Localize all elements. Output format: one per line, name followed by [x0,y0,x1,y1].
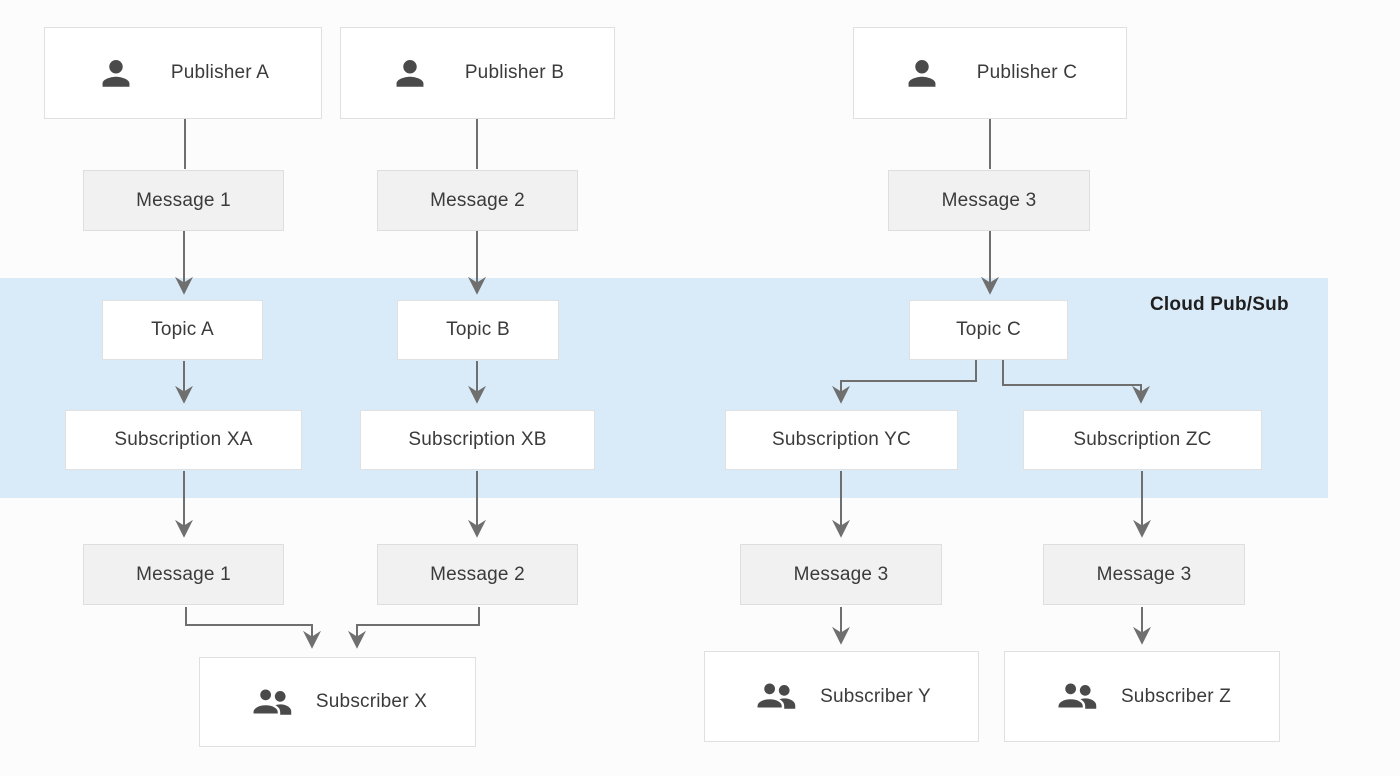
person-icon [908,60,936,87]
message-3-bottom-left-node: Message 3 [740,544,942,605]
message-label: Message 1 [136,563,231,585]
connector-message-1-subscriber-x [185,607,321,649]
cloud-pubsub-band-label: Cloud Pub/Sub [1150,294,1289,315]
publisher-label: Publisher B [464,62,565,83]
message-label: Message 1 [136,189,231,211]
publisher-c-node: Publisher C [853,27,1127,119]
subscription-label: Subscription YC [772,429,911,450]
topic-c-node: Topic C [909,300,1068,360]
topic-label: Topic A [151,319,214,340]
connector-message-2-subscriber-x [348,607,480,649]
topic-a-node: Topic A [102,300,263,360]
subscription-label: Subscription XA [114,429,253,450]
subscriber-y-node: Subscriber Y [704,651,979,742]
subscriber-label: Subscriber Z [1120,685,1232,707]
message-1-bottom-node: Message 1 [83,544,284,605]
message-label: Message 2 [430,189,525,211]
publisher-label: Publisher C [976,62,1078,83]
message-1-top-node: Message 1 [83,170,284,231]
subscription-zc-node: Subscription ZC [1023,410,1262,470]
subscription-label: Subscription ZC [1073,429,1212,450]
subscription-xa-node: Subscription XA [65,410,302,470]
subscriber-label: Subscriber X [315,691,428,712]
subscriber-z-node: Subscriber Z [1004,651,1280,742]
message-label: Message 3 [1096,563,1192,585]
connector-topic-c-subscription-yc [832,360,977,404]
message-2-top-node: Message 2 [377,170,578,231]
message-label: Message 3 [941,189,1037,211]
subscription-yc-node: Subscription YC [725,410,958,470]
people-icon [1056,681,1097,710]
subscriber-x-node: Subscriber X [199,657,476,747]
message-label: Message 2 [430,563,525,585]
publisher-label: Publisher A [170,62,270,83]
connector-topic-c-subscription-zc [1002,360,1150,404]
topic-label: Topic C [956,319,1021,340]
message-label: Message 3 [793,563,889,585]
topic-label: Topic B [446,319,510,340]
person-icon [396,60,424,87]
message-3-top-node: Message 3 [888,170,1090,231]
topic-b-node: Topic B [397,300,559,360]
subscription-xb-node: Subscription XB [360,410,595,470]
message-3-bottom-right-node: Message 3 [1043,544,1245,605]
publisher-b-node: Publisher B [340,27,615,119]
message-2-bottom-node: Message 2 [377,544,578,605]
person-icon [102,60,130,87]
subscription-label: Subscription XB [408,429,547,450]
people-icon [755,681,796,710]
people-icon [250,686,292,716]
subscriber-label: Subscriber Y [820,685,931,707]
publisher-a-node: Publisher A [44,27,322,119]
